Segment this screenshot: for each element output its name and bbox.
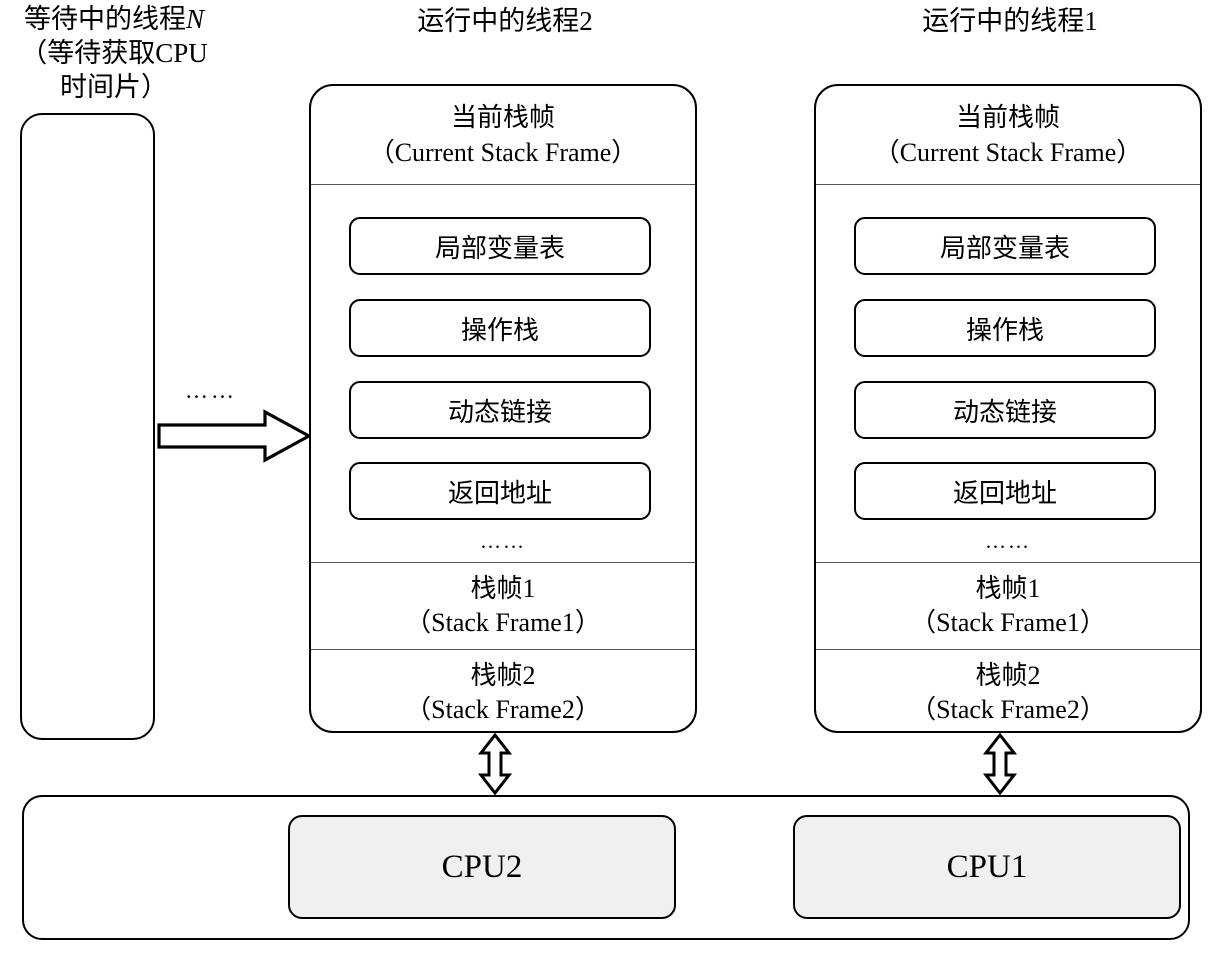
caption-running-thread1: 运行中的线程1 xyxy=(922,6,1098,36)
slot-return-address: 返回地址 xyxy=(854,462,1156,520)
slot-operand-stack: 操作栈 xyxy=(854,299,1156,357)
current-stack-frame-header: 当前栈帧 （Current Stack Frame） xyxy=(816,86,1200,185)
thread-stack-column-2: 当前栈帧 （Current Stack Frame） 局部变量表 操作栈 动态链… xyxy=(309,84,697,733)
double-headed-vertical-arrow-icon-2 xyxy=(478,733,512,795)
caption-running-thread2: 运行中的线程2 xyxy=(417,6,593,36)
stack-frame-2-en: （Stack Frame2） xyxy=(405,694,601,724)
stack-frame-1-row: 栈帧1 （Stack Frame1） xyxy=(311,562,695,649)
right-block-arrow-icon xyxy=(157,409,312,463)
stack-frame-1-cn: 栈帧1 xyxy=(470,574,536,603)
current-stack-frame-en: （Current Stack Frame） xyxy=(368,138,638,167)
stack-frame-1-row: 栈帧1 （Stack Frame1） xyxy=(816,562,1200,649)
waiting-thread-box xyxy=(20,113,155,740)
caption-waiting-line2: （等待获取CPU xyxy=(20,38,208,68)
stack-frame-2-cn: 栈帧2 xyxy=(975,660,1041,690)
cpu-box-cpu2: CPU2 xyxy=(288,815,676,919)
caption-waiting-italic-n: N xyxy=(185,4,204,34)
current-stack-frame-cn: 当前栈帧 xyxy=(955,103,1060,132)
caption-waiting-line3: 时间片） xyxy=(60,72,168,102)
stack-frame-2-row: 栈帧2 （Stack Frame2） xyxy=(816,649,1200,731)
slot-return-address: 返回地址 xyxy=(349,462,651,520)
current-stack-frame-header: 当前栈帧 （Current Stack Frame） xyxy=(311,86,695,185)
stack-frame-slots: 局部变量表 操作栈 动态链接 返回地址 …… xyxy=(311,185,695,562)
double-headed-vertical-arrow-icon-1 xyxy=(983,733,1017,795)
slot-dynamic-linking: 动态链接 xyxy=(349,381,651,439)
cpu-box-cpu1: CPU1 xyxy=(793,815,1181,919)
stack-frame-2-row: 栈帧2 （Stack Frame2） xyxy=(311,649,695,731)
caption-waiting-line1: 等待中的线程 xyxy=(23,4,186,34)
slot-operand-stack: 操作栈 xyxy=(349,299,651,357)
slot-dynamic-linking: 动态链接 xyxy=(854,381,1156,439)
current-stack-frame-cn: 当前栈帧 xyxy=(450,103,555,132)
stack-frame-2-cn: 栈帧2 xyxy=(470,660,536,690)
thread-stack-column-1: 当前栈帧 （Current Stack Frame） 局部变量表 操作栈 动态链… xyxy=(814,84,1202,733)
slots-ellipsis: …… xyxy=(985,529,1031,553)
slot-local-variable-table: 局部变量表 xyxy=(854,217,1156,275)
slot-local-variable-table: 局部变量表 xyxy=(349,217,651,275)
stack-frame-slots: 局部变量表 操作栈 动态链接 返回地址 …… xyxy=(816,185,1200,562)
current-stack-frame-en: （Current Stack Frame） xyxy=(873,138,1143,167)
stack-frame-1-cn: 栈帧1 xyxy=(975,574,1041,603)
caption-waiting-thread: 等待中的线程N （等待获取CPU 时间片） xyxy=(0,2,234,104)
stack-frame-2-en: （Stack Frame2） xyxy=(910,694,1106,724)
stack-frame-1-en: （Stack Frame1） xyxy=(405,608,601,637)
slots-ellipsis: …… xyxy=(480,529,526,553)
connector-ellipsis: …… xyxy=(185,378,237,403)
stack-frame-1-en: （Stack Frame1） xyxy=(910,608,1106,637)
